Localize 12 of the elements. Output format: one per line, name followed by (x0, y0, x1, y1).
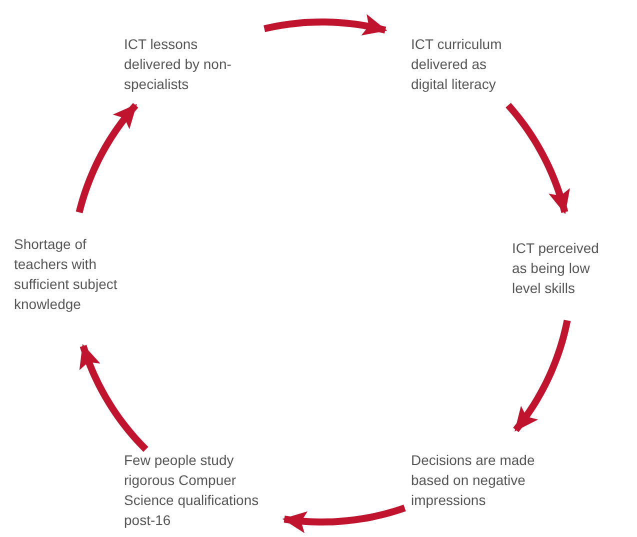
curved-arrow (264, 14, 388, 36)
curved-arrow (506, 102, 570, 214)
curved-arrow (282, 504, 406, 534)
curved-arrow (79, 344, 148, 452)
curved-arrow (513, 320, 571, 432)
cycle-step-text: ICT curriculum delivered as digital literacy (411, 35, 503, 94)
cycle-step-text: Decisions are made based on negative impressions (411, 451, 536, 510)
cycle-step-text: Few people study rigorous Compuer Science qualifications post-16 (124, 451, 260, 530)
curved-arrow (76, 103, 138, 214)
cycle-step-text: ICT lessons delivered by non-specialists (124, 35, 232, 94)
cycle-step-text: Shortage of teachers with sufficient subject knowledge (14, 235, 118, 314)
cycle-step-text: ICT perceived as being low level skills (512, 239, 600, 298)
